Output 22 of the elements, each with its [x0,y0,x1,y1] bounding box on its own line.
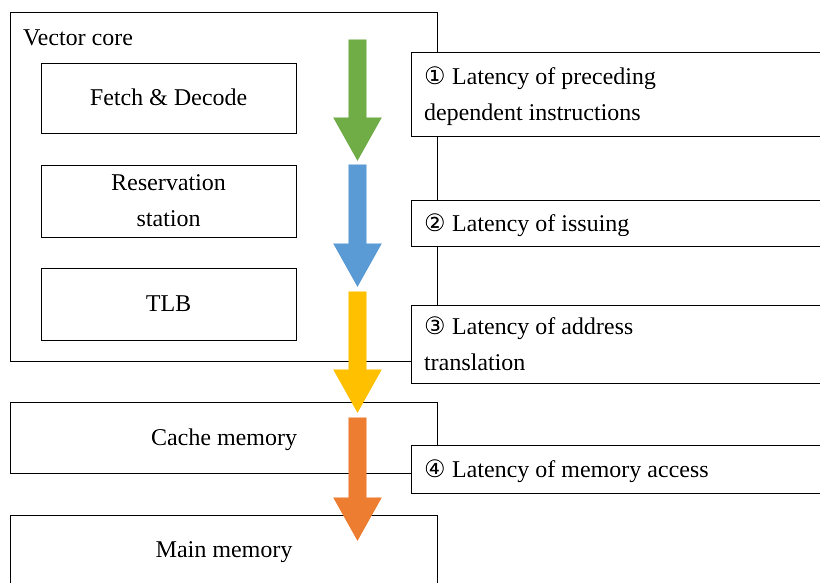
block-arrow [333,418,382,542]
box-label: Reservation station [110,169,227,234]
box-label: TLB [146,290,192,319]
note-box [411,305,820,384]
process-box [40,62,296,134]
note-box [411,445,820,494]
box-label: Cache memory [151,424,297,453]
note-box [411,52,820,137]
note-text: ① Latency of preceding dependent instructions [424,62,657,128]
group-title: Vector core [23,24,133,53]
process-box [10,515,438,583]
process-box [40,164,296,238]
block-arrow [333,164,382,288]
note-box [411,200,820,247]
box-label: Fetch & Decode [90,84,248,113]
note-text: ② Latency of issuing [424,210,630,238]
block-arrow [333,292,382,414]
process-box [40,268,296,340]
note-text: ④ Latency of memory access [424,456,709,484]
box-label: Main memory [156,536,292,565]
block-arrow [333,40,382,162]
note-text: ③ Latency of address translation [424,312,634,378]
